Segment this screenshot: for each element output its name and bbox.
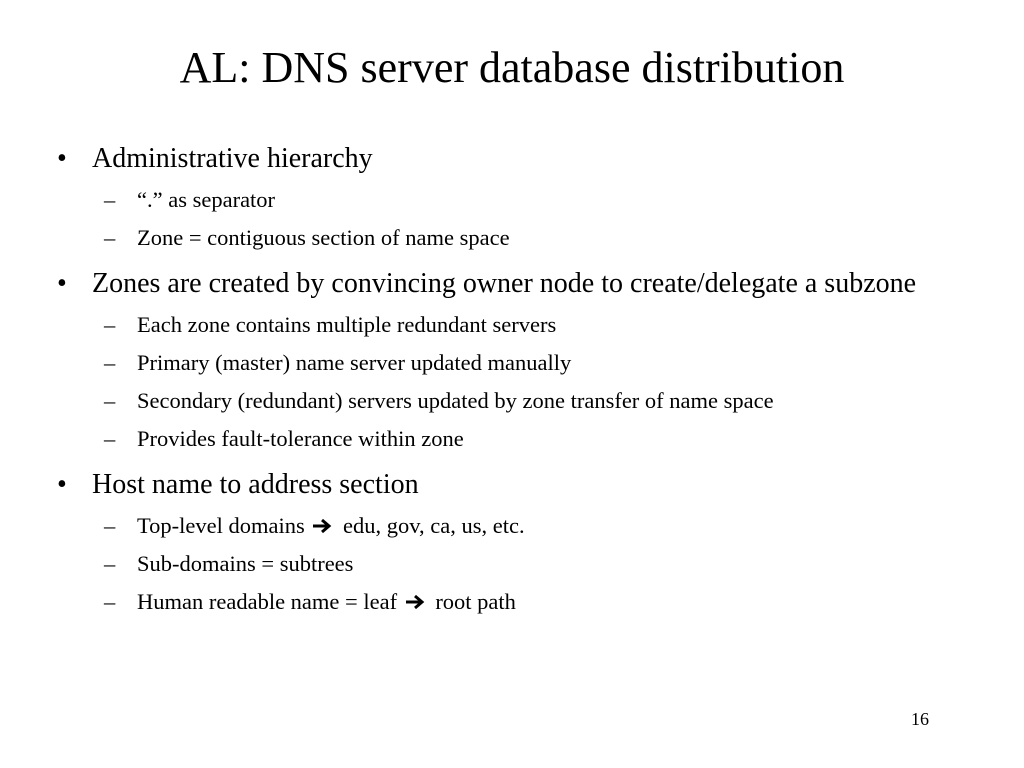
sub-item: – Primary (master) name server updated m…: [0, 344, 1024, 382]
sub-item-text-after: root path: [435, 589, 516, 614]
page-number: 16: [911, 709, 929, 729]
sub-list: – Each zone contains multiple redundant …: [0, 306, 1024, 458]
sub-item-text: Provides fault-tolerance within zone: [137, 426, 464, 451]
bullet-text: Host name to address section: [92, 469, 419, 500]
sub-item: – Zone = contiguous section of name spac…: [0, 219, 1024, 257]
sub-item-text: Each zone contains multiple redundant se…: [137, 312, 557, 337]
bullet-marker: •: [57, 469, 67, 500]
bullet-row: • Zones are created by convincing owner …: [0, 265, 1024, 302]
dash-marker: –: [104, 187, 116, 212]
sub-item: – Secondary (redundant) servers updated …: [0, 382, 1024, 420]
sub-item-text: Zone = contiguous section of name space: [137, 225, 510, 250]
dash-marker: –: [104, 225, 116, 250]
sub-item: – Human readable name = leaf root path: [0, 583, 1024, 621]
dash-marker: –: [104, 312, 116, 337]
bullet-marker: •: [57, 143, 67, 174]
slide-title: AL: DNS server database distribution: [179, 43, 845, 92]
right-arrow-icon: [313, 518, 332, 534]
sub-list: – “.” as separator – Zone = contiguous s…: [0, 181, 1024, 257]
bullet-item-administrative-hierarchy: • Administrative hierarchy – “.” as sepa…: [0, 140, 1024, 257]
sub-item-text: Secondary (redundant) servers updated by…: [137, 388, 774, 413]
dash-marker: –: [104, 426, 116, 451]
bullet-row: • Host name to address section: [0, 466, 1024, 503]
sub-item: – Provides fault-tolerance within zone: [0, 420, 1024, 458]
sub-item: – Sub-domains = subtrees: [0, 545, 1024, 583]
sub-item-text: Primary (master) name server updated man…: [137, 350, 572, 375]
bullet-text: Zones are created by convincing owner no…: [92, 268, 917, 299]
sub-item: – Each zone contains multiple redundant …: [0, 306, 1024, 344]
bullet-item-zones: • Zones are created by convincing owner …: [0, 265, 1024, 458]
right-arrow-icon: [405, 594, 424, 610]
sub-list: – Top-level domains edu, gov, ca, us, et…: [0, 507, 1024, 621]
dash-marker: –: [104, 589, 116, 614]
bullet-item-host-name: • Host name to address section – Top-lev…: [0, 466, 1024, 621]
dash-marker: –: [104, 388, 116, 413]
bullet-text: Administrative hierarchy: [92, 143, 373, 174]
bullet-marker: •: [57, 268, 67, 299]
bullet-list: • Administrative hierarchy – “.” as sepa…: [0, 140, 1024, 621]
sub-item-text: Sub-domains = subtrees: [137, 551, 354, 576]
sub-item: – “.” as separator: [0, 181, 1024, 219]
sub-item-text: “.” as separator: [137, 187, 276, 212]
dash-marker: –: [104, 513, 116, 538]
dash-marker: –: [104, 551, 116, 576]
sub-item: – Top-level domains edu, gov, ca, us, et…: [0, 507, 1024, 545]
sub-item-text-before: Top-level domains: [137, 513, 305, 538]
sub-item-text-before: Human readable name = leaf: [137, 589, 398, 614]
bullet-row: • Administrative hierarchy: [0, 140, 1024, 177]
dash-marker: –: [104, 350, 116, 375]
sub-item-text-after: edu, gov, ca, us, etc.: [343, 513, 525, 538]
